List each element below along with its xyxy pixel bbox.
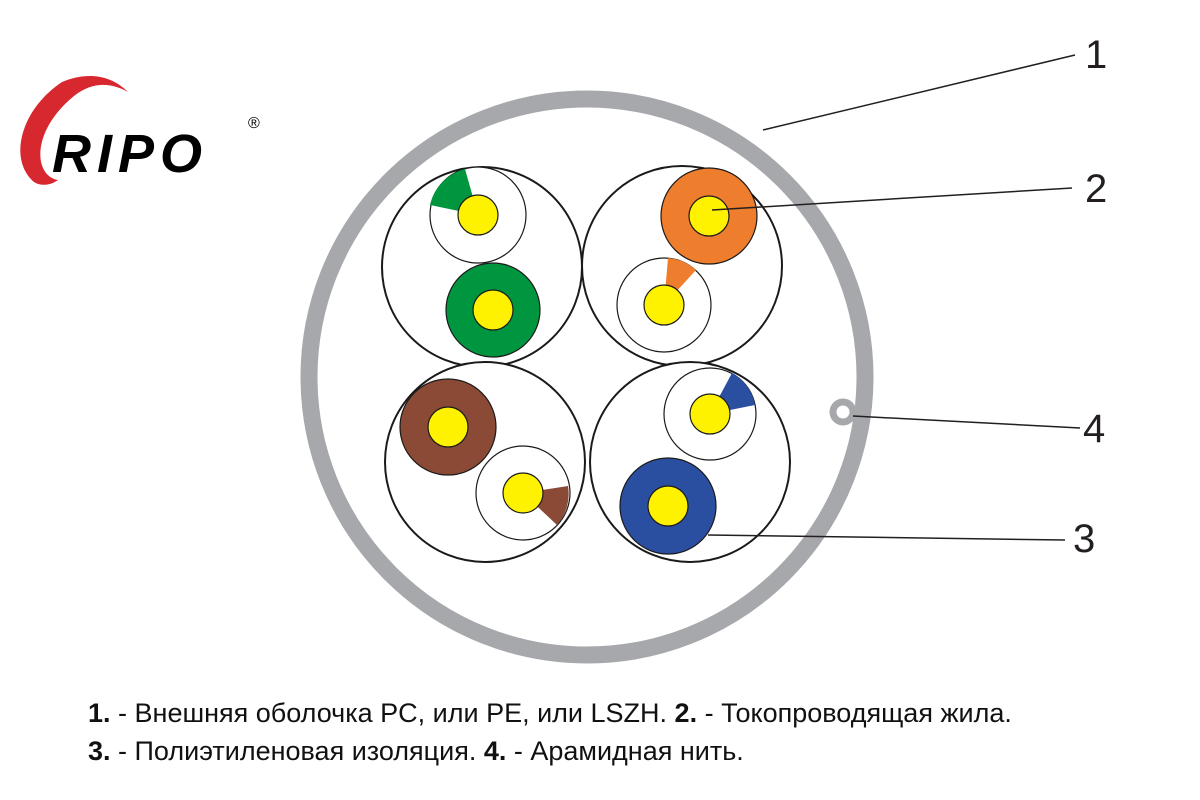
conductor	[643, 284, 685, 326]
twisted-pair-orange	[581, 165, 783, 367]
conductor	[688, 195, 730, 237]
callout-3: 3	[1073, 517, 1095, 561]
twisted-pair-green	[381, 166, 583, 368]
leader-line-4	[852, 415, 1081, 429]
legend-text-1: - Внешняя оболочка PC, или PE, или LSZH.	[110, 698, 675, 728]
legend-num-1: 1.	[88, 698, 111, 728]
conductor	[457, 194, 499, 236]
logo-registered-mark: ®	[248, 115, 260, 132]
aramid-thread	[829, 398, 857, 426]
conductor	[502, 472, 544, 514]
twisted-pair-brown	[384, 361, 586, 563]
legend-num-3: 3.	[88, 736, 111, 766]
conductor	[689, 393, 731, 435]
legend-caption: 1. - Внешняя оболочка PC, или PE, или LS…	[88, 694, 1198, 770]
leader-line-3	[707, 534, 1066, 541]
logo-swoosh	[20, 76, 128, 185]
conductor	[427, 406, 469, 448]
legend-line-2: 3. - Полиэтиленовая изоляция. 4. - Арами…	[88, 732, 1198, 770]
twisted-pair-blue	[589, 361, 791, 563]
cable-cross-section-diagram: RIPO ®	[20, 33, 1107, 664]
leader-line-1	[762, 54, 1076, 131]
callout-1: 1	[1085, 33, 1107, 77]
callout-2: 2	[1085, 167, 1107, 211]
leader-line-2	[711, 187, 1073, 211]
legend-text-2: - Токопроводящая жила.	[697, 698, 1012, 728]
legend-num-2: 2.	[674, 698, 698, 728]
outer-sheath	[300, 90, 874, 664]
legend-text-3: - Полиэтиленовая изоляция.	[110, 736, 484, 766]
conductor	[647, 485, 689, 527]
logo-text: RIPO	[52, 124, 208, 184]
legend-line-1: 1. - Внешняя оболочка PC, или PE, или LS…	[88, 694, 1198, 732]
legend-text-4: - Арамидная нить.	[506, 736, 744, 766]
ripo-logo: RIPO ®	[20, 76, 260, 185]
callout-4: 4	[1083, 407, 1105, 451]
legend-num-4: 4.	[483, 736, 507, 766]
conductor	[472, 289, 514, 331]
